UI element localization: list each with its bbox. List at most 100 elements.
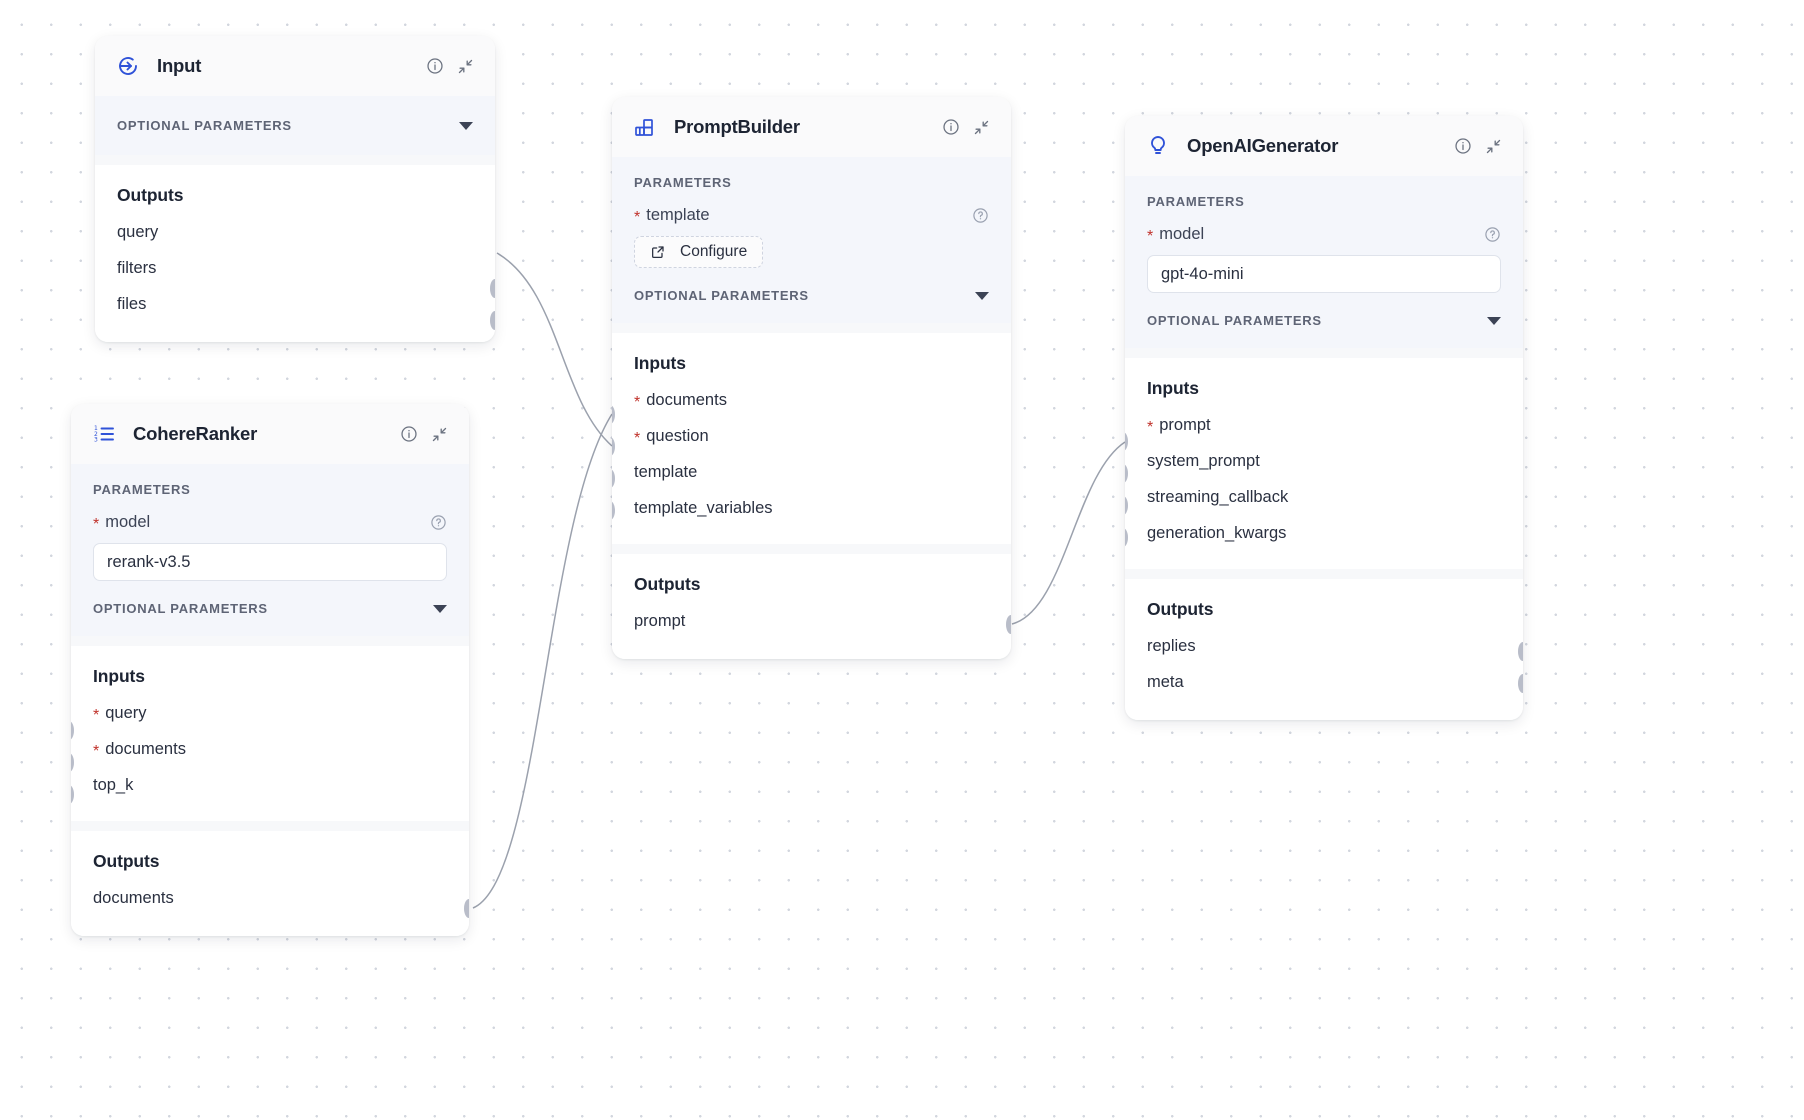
output-item[interactable]: documents (93, 889, 447, 908)
input-handle-template[interactable] (612, 469, 615, 488)
collapse-icon[interactable] (1484, 137, 1503, 156)
model-input[interactable]: gpt-4o-mini (1147, 255, 1501, 293)
output-handle-documents[interactable] (464, 899, 469, 918)
input-item[interactable]: streaming_callback (1147, 488, 1501, 507)
outputs-title: Outputs (117, 185, 184, 205)
configure-button[interactable]: Configure (634, 236, 764, 268)
parameters-label: PARAMETERS (634, 175, 732, 190)
node-prompt-builder[interactable]: PromptBuilder PARAMETERS * template (612, 97, 1011, 659)
help-icon[interactable] (972, 207, 989, 224)
chevron-down-icon[interactable] (1487, 316, 1501, 325)
node-header[interactable]: 1 2 3 CohereRanker (71, 404, 469, 464)
output-handle-prompt[interactable] (1006, 615, 1011, 634)
required-marker: * (634, 429, 641, 447)
input-item[interactable]: template_variables (634, 499, 989, 518)
help-icon[interactable] (1484, 226, 1501, 243)
input-label: streaming_callback (1147, 488, 1289, 506)
output-handle-meta[interactable] (1518, 674, 1523, 693)
help-icon[interactable] (430, 514, 447, 531)
param-label: model (105, 513, 151, 531)
node-openai-generator[interactable]: OpenAIGenerator PARAMETERS * model (1125, 116, 1523, 720)
input-handle-top-k[interactable] (71, 785, 74, 804)
collapse-icon[interactable] (430, 425, 449, 444)
chevron-down-icon[interactable] (433, 604, 447, 613)
input-label: documents (105, 740, 186, 758)
input-item[interactable]: *documents (634, 391, 989, 410)
output-handle-replies[interactable] (1518, 642, 1523, 661)
inputs-title: Inputs (1147, 378, 1199, 398)
collapse-icon[interactable] (972, 118, 991, 137)
info-icon[interactable] (425, 57, 444, 76)
output-handle-filters[interactable] (490, 311, 495, 330)
output-item[interactable]: meta (1147, 673, 1501, 692)
node-header[interactable]: Input (95, 36, 495, 96)
info-icon[interactable] (941, 118, 960, 137)
output-label: meta (1147, 673, 1184, 691)
input-label: generation_kwargs (1147, 524, 1287, 542)
chevron-down-icon[interactable] (975, 291, 989, 300)
input-handle-prompt[interactable] (1125, 432, 1128, 451)
input-item[interactable]: generation_kwargs (1147, 524, 1501, 543)
node-title: OpenAIGenerator (1187, 135, 1339, 156)
input-item[interactable]: template (634, 463, 989, 482)
input-handle-documents[interactable] (71, 753, 74, 772)
param-row-model: * model (1147, 225, 1501, 244)
arrow-into-circle-icon (115, 53, 141, 79)
divider (1125, 348, 1523, 358)
ordered-list-icon: 1 2 3 (91, 421, 117, 447)
output-label: prompt (634, 612, 686, 630)
input-handle-generation-kwargs[interactable] (1125, 528, 1128, 547)
input-label: documents (646, 391, 727, 409)
input-label: template (634, 463, 698, 481)
required-marker: * (93, 742, 100, 760)
info-icon[interactable] (399, 425, 418, 444)
inputs-section: Inputs *prompt system_prompt streaming_c… (1125, 358, 1523, 569)
input-handle-template-variables[interactable] (612, 501, 615, 520)
inputs-section: Inputs *documents *question template tem… (612, 333, 1011, 544)
output-item[interactable]: prompt (634, 612, 989, 631)
parameters-section[interactable]: PARAMETERS * model gpt-4o-mini OPTIONAL … (1125, 176, 1523, 348)
param-label: template (646, 206, 710, 224)
chevron-down-icon[interactable] (459, 121, 473, 130)
collapse-icon[interactable] (456, 57, 475, 76)
svg-text:3: 3 (94, 437, 98, 444)
output-item[interactable]: filters (117, 259, 473, 278)
input-item[interactable]: * documents (93, 740, 447, 759)
optional-parameters-section[interactable]: OPTIONAL PARAMETERS (95, 96, 495, 155)
output-item[interactable]: replies (1147, 637, 1501, 656)
input-handle-system-prompt[interactable] (1125, 464, 1128, 483)
param-label: model (1159, 225, 1205, 243)
input-handle-question[interactable] (612, 437, 615, 456)
node-input[interactable]: Input OPTIONAL PARAMETERS (95, 36, 495, 342)
input-item[interactable]: top_k (93, 776, 447, 795)
optional-parameters-toggle[interactable]: OPTIONAL PARAMETERS (634, 288, 989, 303)
optional-parameters-toggle[interactable]: OPTIONAL PARAMETERS (117, 118, 473, 133)
input-handle-documents[interactable] (612, 405, 615, 424)
model-input[interactable]: rerank-v3.5 (93, 543, 447, 581)
model-value: rerank-v3.5 (107, 552, 191, 571)
parameters-section[interactable]: PARAMETERS * template Configure OPTION (612, 157, 1011, 323)
info-icon[interactable] (1453, 137, 1472, 156)
node-header[interactable]: PromptBuilder (612, 97, 1011, 157)
input-handle-streaming-callback[interactable] (1125, 496, 1128, 515)
outputs-section: Outputs query filters files (95, 165, 495, 342)
divider (612, 323, 1011, 333)
optional-parameters-toggle[interactable]: OPTIONAL PARAMETERS (93, 601, 447, 616)
input-item[interactable]: *query (93, 704, 447, 723)
configure-label: Configure (680, 243, 748, 260)
optional-parameters-toggle[interactable]: OPTIONAL PARAMETERS (1147, 313, 1501, 328)
input-item[interactable]: *question (634, 427, 989, 446)
divider (71, 821, 469, 831)
input-item[interactable]: system_prompt (1147, 452, 1501, 471)
output-item[interactable]: query (117, 223, 473, 242)
parameters-section[interactable]: PARAMETERS * model rerank-v3.5 OPTIONAL … (71, 464, 469, 636)
node-cohere-ranker[interactable]: 1 2 3 CohereRanker PARAMETERS (71, 404, 469, 936)
required-marker: * (1147, 418, 1154, 436)
input-item[interactable]: *prompt (1147, 416, 1501, 435)
input-handle-query[interactable] (71, 721, 74, 740)
divider (71, 636, 469, 646)
output-handle-query[interactable] (490, 279, 495, 298)
node-header[interactable]: OpenAIGenerator (1125, 116, 1523, 176)
output-item[interactable]: files (117, 295, 473, 314)
